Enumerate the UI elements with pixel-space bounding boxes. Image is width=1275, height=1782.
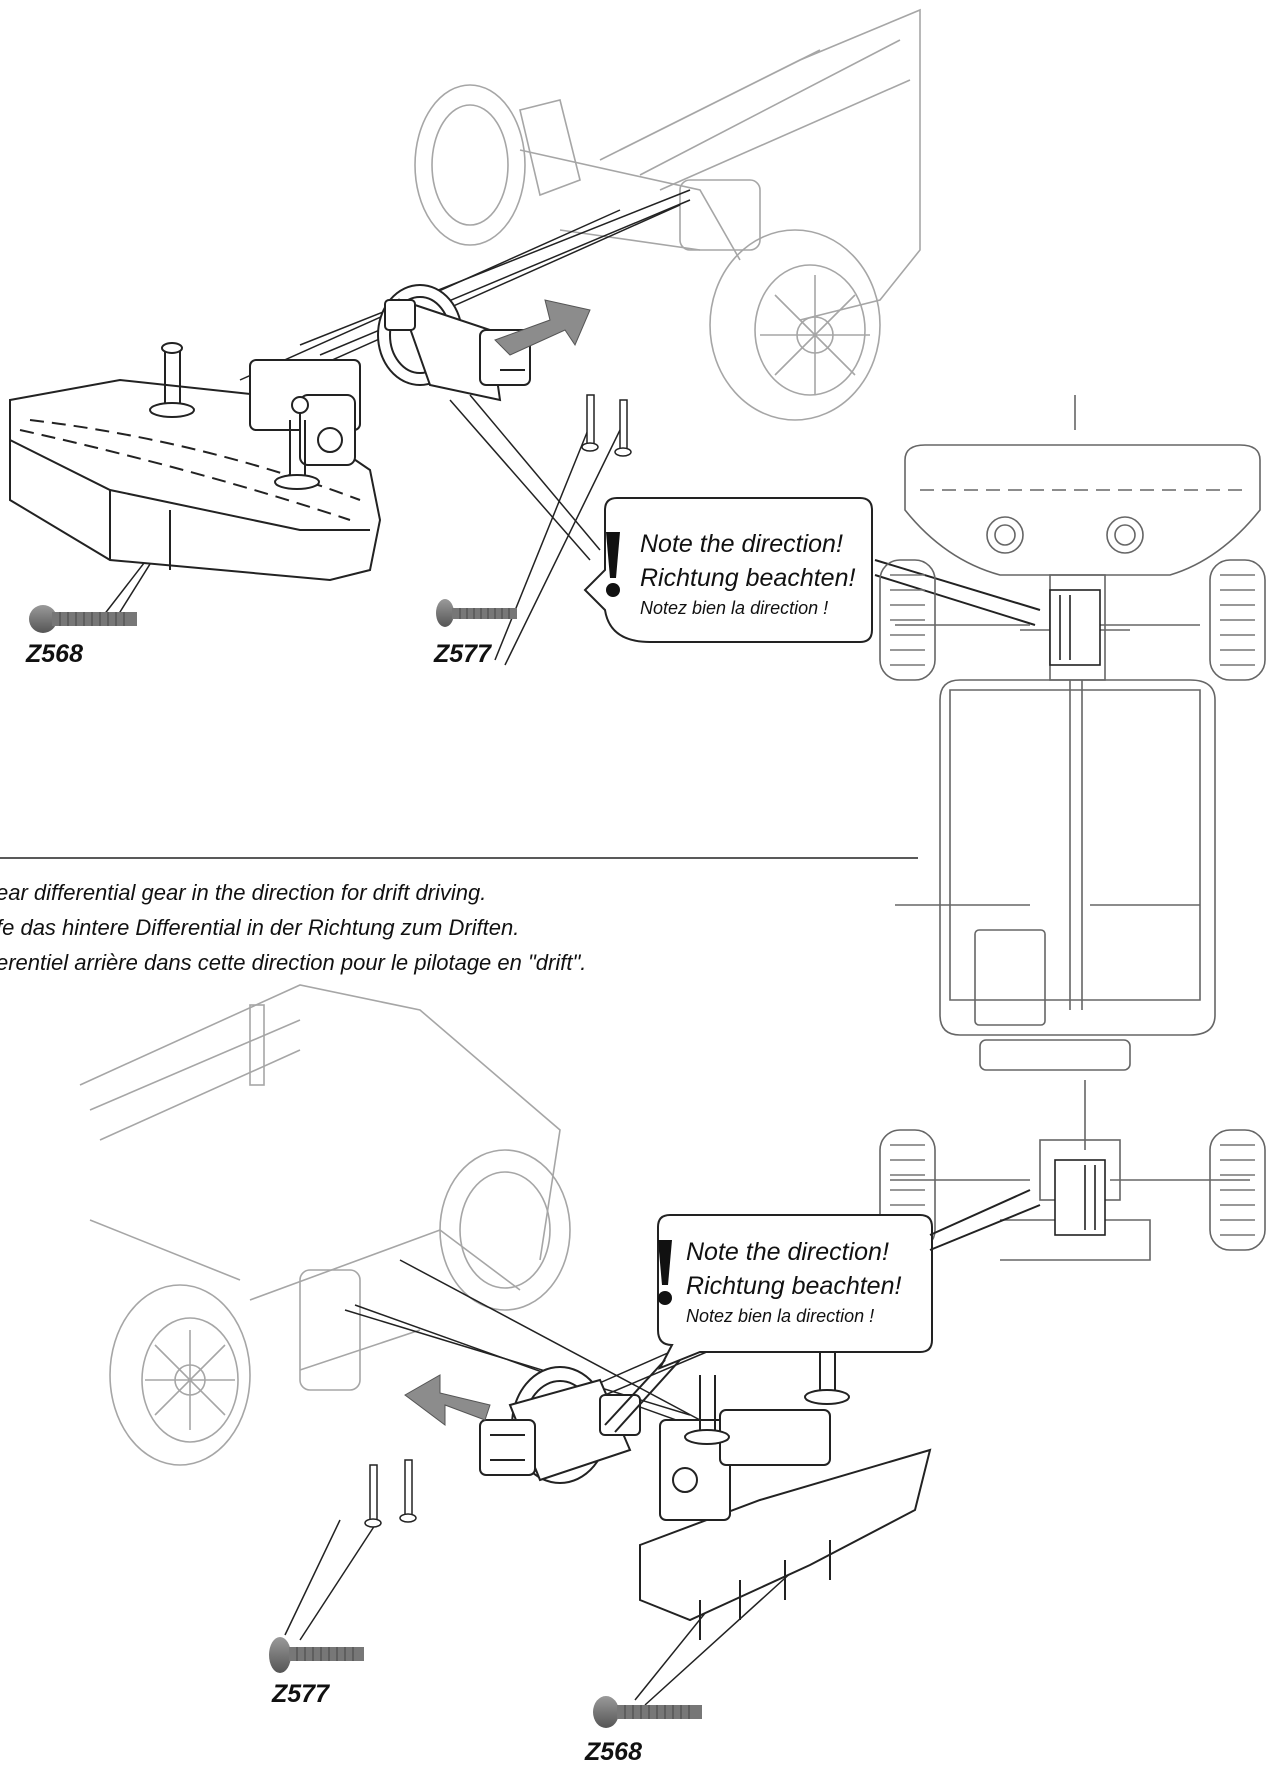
bottom-screws-drawing xyxy=(364,1459,417,1528)
rear-bumper-drawing xyxy=(639,1335,932,1640)
part-label-z577-bottom: Z577 xyxy=(272,1680,329,1708)
note-line-fr: Notez bien la direction ! xyxy=(640,598,829,618)
exclamation-icon xyxy=(606,532,620,597)
instruction-de: fe das hintere Differential in der Richt… xyxy=(0,915,520,940)
screw-icon xyxy=(593,1696,702,1728)
part-label-z568-bottom: Z568 xyxy=(585,1738,642,1766)
instruction-fr: erentiel arrière dans cette direction po… xyxy=(0,950,587,975)
part-label-z577-top: Z577 xyxy=(434,640,491,668)
chassis-top-view-drawing xyxy=(879,395,1266,1261)
front-chassis-drawing xyxy=(414,8,921,421)
top-screws-drawing xyxy=(581,394,632,457)
note-line-de: Richtung beachten! xyxy=(686,1272,902,1300)
screw-icon xyxy=(269,1637,364,1673)
rear-differential-drawing xyxy=(479,1366,641,1484)
front-differential-drawing xyxy=(377,284,531,402)
exclamation-icon xyxy=(658,1240,672,1305)
instruction-en: ear differential gear in the direction f… xyxy=(0,880,487,905)
note-callout-rear-shape xyxy=(604,1189,1041,1433)
note-line-de: Richtung beachten! xyxy=(640,564,856,592)
note-line-en: Note the direction! xyxy=(686,1238,889,1266)
insertion-arrow-icon xyxy=(404,1374,491,1426)
rear-chassis-drawing xyxy=(79,984,571,1466)
note-line-en: Note the direction! xyxy=(640,530,843,558)
screw-icon xyxy=(29,605,137,633)
note-line-fr: Notez bien la direction ! xyxy=(686,1306,875,1326)
screw-icon xyxy=(436,599,517,627)
bumper-mount-drawing xyxy=(149,342,361,490)
insertion-arrow-icon xyxy=(494,299,591,356)
note-callout-front-shape xyxy=(583,497,1041,643)
part-label-z568-top: Z568 xyxy=(26,640,83,668)
